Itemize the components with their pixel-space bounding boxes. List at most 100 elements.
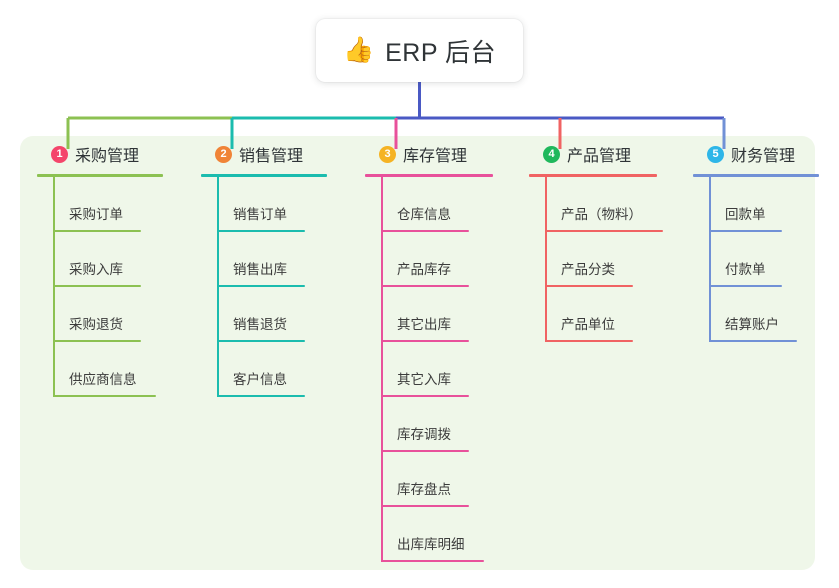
branch-panel <box>20 136 815 570</box>
branch-column-2: 2 销售管理销售订单销售出库销售退货客户信息 <box>201 136 351 397</box>
leaf-item[interactable]: 仓库信息 <box>381 177 517 232</box>
leaf-item[interactable]: 付款单 <box>709 232 839 287</box>
branch-column-1: 1 采购管理采购订单采购入库采购退货供应商信息 <box>37 136 187 397</box>
leaf-item[interactable]: 供应商信息 <box>53 342 187 397</box>
branch-title-5: 财务管理 <box>731 148 796 165</box>
leaf-item[interactable]: 回款单 <box>709 177 839 232</box>
leaf-item[interactable]: 库存调拨 <box>381 397 517 452</box>
branch-column-5: 5 财务管理回款单付款单结算账户 <box>693 136 839 342</box>
branch-title-2: 销售管理 <box>239 148 304 165</box>
leaf-item[interactable]: 销售订单 <box>217 177 351 232</box>
leaf-rule <box>381 285 469 287</box>
branch-rule-5 <box>693 174 819 177</box>
branch-title-4: 产品管理 <box>567 148 632 165</box>
leaf-item[interactable]: 出库库明细 <box>381 507 517 562</box>
leaf-label: 出库库明细 <box>397 537 465 552</box>
leaf-rule <box>53 285 141 287</box>
leaf-label: 销售订单 <box>233 207 287 222</box>
branch-badge-4: 4 <box>543 145 560 163</box>
leaf-rule <box>709 285 782 287</box>
leaf-rule <box>545 340 633 342</box>
branch-rule-1 <box>37 174 163 177</box>
leaf-item[interactable]: 销售出库 <box>217 232 351 287</box>
leaf-item[interactable]: 采购订单 <box>53 177 187 232</box>
leaf-rule <box>545 230 663 232</box>
leaf-item[interactable]: 销售退货 <box>217 287 351 342</box>
leaf-label: 回款单 <box>725 207 766 222</box>
branch-spine-5 <box>709 177 711 342</box>
leaf-label: 供应商信息 <box>69 372 137 387</box>
branch-rule-2 <box>201 174 327 177</box>
leaf-rule <box>217 285 305 287</box>
leaf-item[interactable]: 客户信息 <box>217 342 351 397</box>
leaf-label: 产品（物料） <box>561 207 642 222</box>
leaf-item[interactable]: 产品单位 <box>545 287 681 342</box>
leaf-rule <box>217 395 305 397</box>
leaf-label: 产品单位 <box>561 317 615 332</box>
leaf-item[interactable]: 采购退货 <box>53 287 187 342</box>
leaf-rule <box>53 340 141 342</box>
leaf-item[interactable]: 产品（物料） <box>545 177 681 232</box>
leaf-label: 仓库信息 <box>397 207 451 222</box>
leaf-item[interactable]: 库存盘点 <box>381 452 517 507</box>
leaf-label: 销售退货 <box>233 317 287 332</box>
leaf-rule <box>381 230 469 232</box>
leaf-item[interactable]: 结算账户 <box>709 287 839 342</box>
thumbs-up-icon: 👍 <box>342 35 375 64</box>
leaf-rule <box>381 505 469 507</box>
branch-badge-5: 5 <box>707 145 724 163</box>
branch-items-2: 销售订单销售出库销售退货客户信息 <box>201 177 351 397</box>
leaf-label: 采购退货 <box>69 317 123 332</box>
branch-spine-4 <box>545 177 547 342</box>
leaf-label: 采购订单 <box>69 207 123 222</box>
leaf-label: 其它入库 <box>397 372 451 387</box>
branch-header-1[interactable]: 1 采购管理 <box>37 136 187 172</box>
branch-spine-1 <box>53 177 55 397</box>
branch-items-3: 仓库信息产品库存其它出库其它入库库存调拨库存盘点出库库明细 <box>365 177 517 562</box>
leaf-label: 结算账户 <box>725 317 779 332</box>
branch-title-3: 库存管理 <box>403 148 468 165</box>
leaf-item[interactable]: 其它出库 <box>381 287 517 342</box>
branch-title-1: 采购管理 <box>75 148 140 165</box>
leaf-rule <box>381 560 484 562</box>
branch-items-5: 回款单付款单结算账户 <box>693 177 839 342</box>
leaf-rule <box>709 230 782 232</box>
leaf-rule <box>381 395 469 397</box>
branch-items-4: 产品（物料） 产品分类产品单位 <box>529 177 681 342</box>
leaf-rule <box>381 340 469 342</box>
leaf-rule <box>545 285 633 287</box>
root-title: ERP 后台 <box>385 38 497 67</box>
leaf-label: 产品库存 <box>397 262 451 277</box>
leaf-rule <box>381 450 469 452</box>
leaf-item[interactable]: 产品分类 <box>545 232 681 287</box>
leaf-label: 库存调拨 <box>397 427 451 442</box>
branch-badge-1: 1 <box>51 145 68 163</box>
leaf-item[interactable]: 产品库存 <box>381 232 517 287</box>
branch-rule-4 <box>529 174 657 177</box>
branch-header-5[interactable]: 5 财务管理 <box>693 136 839 172</box>
leaf-rule <box>53 230 141 232</box>
leaf-label: 付款单 <box>725 262 766 277</box>
branch-rule-3 <box>365 174 493 177</box>
branch-header-3[interactable]: 3 库存管理 <box>365 136 517 172</box>
leaf-item[interactable]: 其它入库 <box>381 342 517 397</box>
branch-column-4: 4 产品管理产品（物料） 产品分类产品单位 <box>529 136 681 342</box>
leaf-label: 其它出库 <box>397 317 451 332</box>
branch-badge-3: 3 <box>379 145 396 163</box>
leaf-rule <box>53 395 156 397</box>
leaf-rule <box>217 340 305 342</box>
branch-header-2[interactable]: 2 销售管理 <box>201 136 351 172</box>
branch-spine-2 <box>217 177 219 397</box>
leaf-label: 销售出库 <box>233 262 287 277</box>
branch-badge-2: 2 <box>215 145 232 163</box>
leaf-rule <box>709 340 797 342</box>
root-node[interactable]: 👍 ERP 后台 <box>316 19 523 82</box>
branch-items-1: 采购订单采购入库采购退货供应商信息 <box>37 177 187 397</box>
branch-header-4[interactable]: 4 产品管理 <box>529 136 681 172</box>
leaf-label: 客户信息 <box>233 372 287 387</box>
branch-spine-3 <box>381 177 383 562</box>
leaf-rule <box>217 230 305 232</box>
leaf-label: 采购入库 <box>69 262 123 277</box>
leaf-item[interactable]: 采购入库 <box>53 232 187 287</box>
